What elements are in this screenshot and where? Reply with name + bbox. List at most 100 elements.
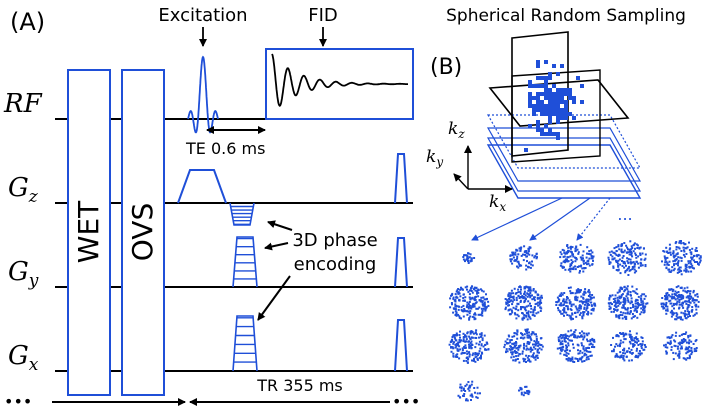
center-sample bbox=[556, 88, 560, 92]
gy-spoiler bbox=[394, 237, 408, 288]
center-sample bbox=[552, 92, 556, 96]
center-sample bbox=[536, 76, 540, 80]
center-sample bbox=[576, 76, 580, 80]
center-sample bbox=[580, 84, 584, 88]
center-sample bbox=[560, 88, 564, 92]
center-sample bbox=[560, 108, 564, 112]
center-sample bbox=[528, 84, 532, 88]
slice-sample-grid bbox=[448, 240, 702, 402]
center-sample bbox=[544, 88, 548, 92]
slice-sample-cloud bbox=[448, 329, 490, 364]
slice-sample-cloud bbox=[660, 285, 700, 321]
center-sample bbox=[536, 64, 540, 68]
center-sample bbox=[560, 112, 564, 116]
slice-sample-cloud bbox=[462, 252, 476, 264]
center-sample bbox=[548, 108, 552, 112]
center-sample bbox=[568, 96, 572, 100]
center-sample bbox=[560, 92, 564, 96]
center-sample bbox=[548, 116, 552, 120]
center-sample bbox=[540, 84, 544, 88]
kspace-plane-stack bbox=[486, 114, 642, 199]
center-sample bbox=[536, 92, 540, 96]
gz-slice-gradient bbox=[177, 169, 227, 204]
center-sample bbox=[544, 96, 548, 100]
slice-sample-cloud bbox=[607, 240, 647, 276]
center-sample bbox=[532, 84, 536, 88]
center-sample bbox=[568, 112, 572, 116]
tr-label: TR 355 ms bbox=[256, 376, 343, 395]
te-label: TE 0.6 ms bbox=[185, 139, 265, 158]
center-sample bbox=[536, 104, 540, 108]
center-sample bbox=[536, 96, 540, 100]
panel-b-title: Spherical Random Sampling bbox=[446, 6, 686, 26]
center-sample bbox=[556, 116, 560, 120]
gz-axis-label: Gz bbox=[8, 173, 39, 207]
center-sample bbox=[552, 132, 556, 136]
continuation-dots-right: ••• bbox=[392, 392, 420, 411]
slice-sample-cloud bbox=[518, 385, 531, 397]
center-sample bbox=[548, 112, 552, 116]
center-sample bbox=[536, 84, 540, 88]
kz-label: kz bbox=[448, 119, 465, 141]
center-sample bbox=[556, 92, 560, 96]
slice-sample-cloud bbox=[449, 285, 490, 321]
slice-sample-cloud bbox=[504, 285, 543, 321]
center-sample bbox=[564, 112, 568, 116]
panel-a-label: (A) bbox=[10, 8, 45, 36]
center-sample bbox=[536, 128, 540, 132]
center-sample bbox=[536, 100, 540, 104]
slice-sample-cloud bbox=[663, 331, 698, 361]
gx-axis-label: Gx bbox=[8, 341, 39, 375]
center-sample bbox=[548, 104, 552, 108]
center-sample bbox=[556, 96, 560, 100]
center-sample bbox=[580, 100, 584, 104]
center-sample bbox=[540, 100, 544, 104]
phase-arrow-gx bbox=[257, 275, 291, 321]
center-sample bbox=[536, 124, 540, 128]
center-sample bbox=[556, 132, 560, 136]
center-sample bbox=[544, 124, 548, 128]
center-sample bbox=[544, 92, 548, 96]
center-sample bbox=[564, 104, 568, 108]
center-sample bbox=[548, 76, 552, 80]
kx-label: kx bbox=[489, 192, 506, 214]
center-sample bbox=[528, 80, 532, 84]
gy-phase-encoding-table bbox=[232, 236, 258, 288]
center-sample bbox=[528, 92, 532, 96]
center-sample bbox=[544, 84, 548, 88]
center-sample bbox=[552, 96, 556, 100]
center-sample bbox=[572, 96, 576, 100]
center-sample bbox=[572, 116, 576, 120]
ky-axis bbox=[453, 173, 469, 190]
center-sample bbox=[536, 60, 540, 64]
center-sample bbox=[564, 108, 568, 112]
ky-label: ky bbox=[426, 147, 443, 169]
kspace-center-samples bbox=[524, 60, 584, 152]
center-sample bbox=[556, 100, 560, 104]
slice-sample-cloud bbox=[509, 245, 538, 271]
phase-encoding-label-line1: 3D phase bbox=[292, 230, 377, 251]
fid-label: FID bbox=[308, 5, 338, 26]
excitation-label: Excitation bbox=[158, 5, 247, 26]
slice-sample-cloud bbox=[555, 286, 597, 321]
center-sample bbox=[548, 92, 552, 96]
center-sample bbox=[544, 132, 548, 136]
center-sample bbox=[544, 60, 548, 64]
center-sample bbox=[568, 92, 572, 96]
center-sample bbox=[560, 116, 564, 120]
center-sample bbox=[540, 76, 544, 80]
center-sample bbox=[552, 84, 556, 88]
slice-ellipsis: ... bbox=[617, 205, 632, 224]
slice-sample-cloud bbox=[607, 285, 649, 320]
continuation-dots-left: ••• bbox=[4, 392, 32, 411]
center-sample bbox=[540, 112, 544, 116]
center-sample bbox=[528, 96, 532, 100]
gz-phase-encoding-table bbox=[229, 202, 255, 226]
center-sample bbox=[548, 120, 552, 124]
center-sample bbox=[532, 104, 536, 108]
center-sample bbox=[540, 92, 544, 96]
rf-axis-label: RF bbox=[3, 89, 43, 119]
phase-step-outline bbox=[232, 315, 258, 372]
panel-b-label: (B) bbox=[430, 55, 462, 80]
